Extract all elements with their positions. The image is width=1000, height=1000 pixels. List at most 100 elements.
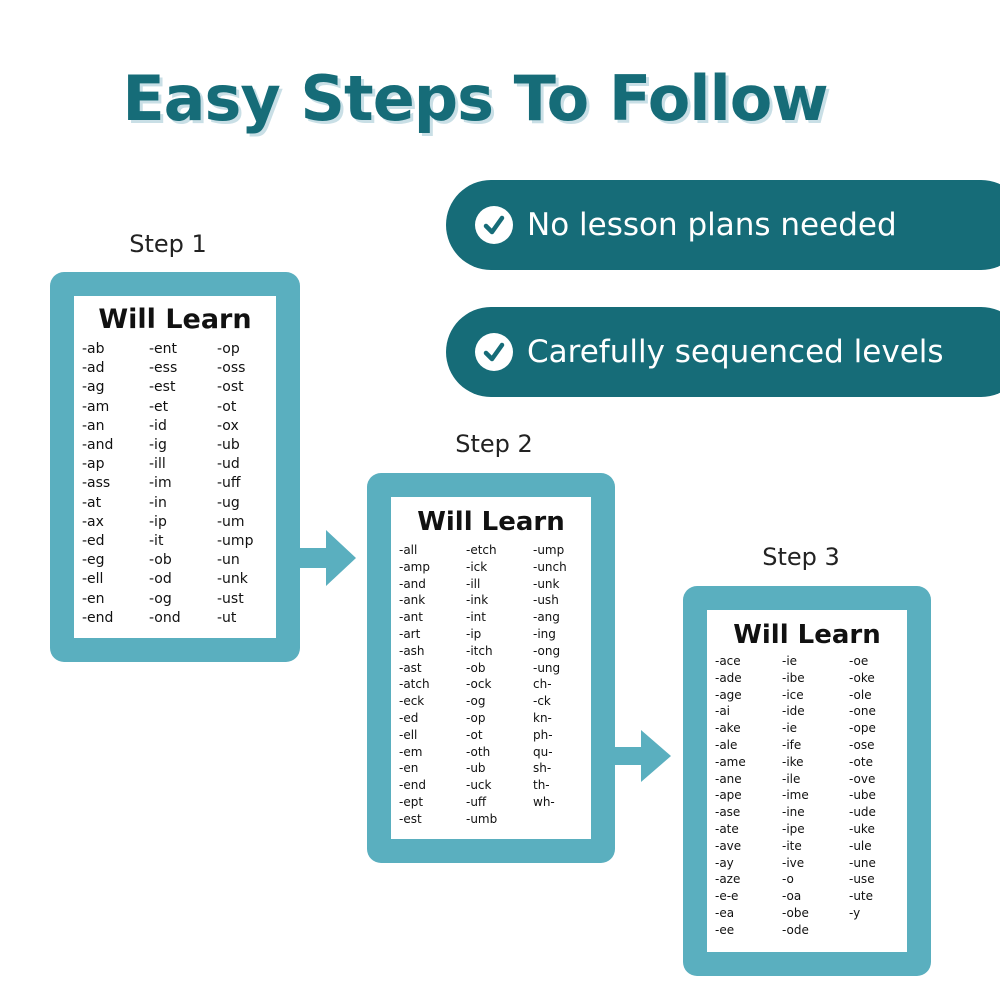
word-column-1: -all-amp-and-ank-ant-art-ash-ast-atch-ec… — [399, 542, 430, 828]
word-pattern: -ade — [715, 670, 742, 685]
word-pattern: -ot — [217, 398, 237, 415]
word-pattern: -ud — [217, 456, 240, 473]
word-pattern: -ate — [715, 821, 739, 836]
word-pattern: -uke — [849, 821, 875, 836]
word-pattern: -end — [82, 609, 114, 626]
word-pattern: -ot — [466, 727, 483, 742]
word-pattern: -ase — [715, 805, 741, 820]
word-pattern: -ape — [715, 788, 742, 803]
word-pattern: -ube — [849, 788, 876, 803]
word-pattern: -ill — [149, 456, 166, 473]
word-pattern: -etch — [466, 543, 497, 557]
word-pattern: -ick — [466, 559, 488, 574]
word-pattern: -ong — [533, 643, 561, 658]
word-pattern: -ime — [782, 788, 809, 803]
word-pattern: -in — [149, 494, 167, 511]
word-pattern: -use — [849, 872, 875, 887]
word-pattern: -ad — [82, 360, 105, 377]
word-pattern: -ck — [533, 694, 551, 709]
word-pattern: -ock — [466, 677, 492, 692]
word-pattern: -op — [217, 341, 240, 357]
word-pattern: -ude — [849, 805, 876, 820]
word-pattern: -itch — [466, 643, 493, 658]
word-pattern: -oa — [782, 889, 802, 904]
word-pattern: -ip — [466, 626, 482, 641]
word-pattern: -ile — [782, 771, 801, 786]
word-pattern: th- — [533, 778, 550, 793]
word-pattern: -eck — [399, 694, 425, 709]
word-pattern: -umb — [466, 811, 498, 826]
word-pattern: -ea — [715, 905, 735, 920]
word-pattern: -oke — [849, 670, 875, 685]
word-pattern: -ost — [217, 379, 244, 396]
word-pattern: -ell — [399, 727, 418, 742]
word-pattern: -ai — [715, 704, 731, 719]
step-2-card: Will Learn -all-amp-and-ank-ant-art-ash-… — [367, 473, 615, 863]
word-pattern: -og — [466, 694, 486, 709]
word-pattern: -ike — [782, 754, 804, 769]
word-pattern: -unk — [217, 571, 248, 588]
card-sheet: Will Learn -ace-ade-age-ai-ake-ale-ame-a… — [707, 610, 907, 952]
word-pattern: -uck — [466, 778, 492, 793]
word-pattern: -at — [82, 494, 102, 511]
word-pattern: -en — [399, 761, 419, 776]
word-column-3: -op-oss-ost-ot-ox-ub-ud-uff-ug-um-ump-un… — [217, 340, 253, 628]
word-pattern: -ut — [217, 609, 237, 626]
word-pattern: -aze — [715, 872, 741, 887]
word-pattern: -ay — [715, 855, 734, 870]
card-sheet: Will Learn -all-amp-and-ank-ant-art-ash-… — [391, 497, 591, 839]
word-pattern: -ife — [782, 737, 802, 752]
word-pattern: -est — [399, 811, 422, 826]
word-pattern: wh- — [533, 794, 555, 809]
word-pattern: -ang — [533, 610, 560, 625]
word-pattern: kn- — [533, 710, 552, 725]
word-pattern: -ax — [82, 513, 104, 530]
word-column-2: -etch-ick-ill-ink-int-ip-itch-ob-ock-og-… — [466, 542, 497, 828]
word-pattern: -une — [849, 855, 876, 870]
word-pattern: -ale — [715, 737, 738, 752]
word-pattern: ph- — [533, 727, 553, 742]
word-column-2: -ie-ibe-ice-ide-ie-ife-ike-ile-ime-ine-i… — [782, 653, 809, 939]
word-pattern: -and — [82, 437, 114, 454]
word-pattern: -unch — [533, 559, 567, 574]
word-pattern: -ip — [149, 513, 167, 530]
word-pattern: -ee — [715, 922, 735, 937]
word-pattern: -ink — [466, 593, 489, 608]
word-pattern: -ule — [849, 838, 872, 853]
word-pattern: -ept — [399, 794, 424, 809]
word-pattern: -am — [82, 398, 110, 415]
word-pattern: -op — [466, 710, 486, 725]
feature-pill-no-lesson-plans: No lesson plans needed — [446, 180, 1000, 270]
feature-pill-sequenced-levels: Carefully sequenced levels — [446, 307, 1000, 397]
word-pattern: -ed — [399, 710, 419, 725]
step-3-label: Step 3 — [762, 543, 840, 571]
word-column-2: -ent-ess-est-et-id-ig-ill-im-in-ip-it-ob… — [149, 340, 181, 628]
card-heading: Will Learn — [417, 507, 565, 537]
word-pattern: -ope — [849, 721, 876, 736]
word-pattern: -og — [149, 590, 172, 607]
word-pattern: -obe — [782, 905, 809, 920]
word-pattern: -od — [149, 571, 172, 588]
word-pattern: -o — [782, 872, 794, 887]
word-pattern: -ipe — [782, 821, 805, 836]
word-pattern: -ote — [849, 754, 873, 769]
word-pattern: -ing — [533, 626, 556, 641]
check-icon — [475, 206, 513, 244]
word-pattern: -en — [82, 590, 105, 607]
word-pattern: -ag — [82, 379, 105, 396]
word-pattern: -um — [217, 513, 245, 530]
step-2-label: Step 2 — [455, 430, 533, 458]
word-pattern: -ub — [217, 437, 240, 454]
check-icon — [475, 333, 513, 371]
word-pattern: -ace — [715, 654, 741, 668]
word-pattern: -ush — [533, 593, 559, 608]
word-pattern: -ump — [533, 543, 565, 557]
word-pattern: -ob — [149, 552, 172, 569]
word-pattern: -ode — [782, 922, 809, 937]
word-pattern: -ed — [82, 533, 105, 550]
word-pattern: -one — [849, 704, 876, 719]
word-pattern: -ive — [782, 855, 805, 870]
word-pattern: -oth — [466, 744, 491, 759]
word-pattern: -oss — [217, 360, 246, 377]
